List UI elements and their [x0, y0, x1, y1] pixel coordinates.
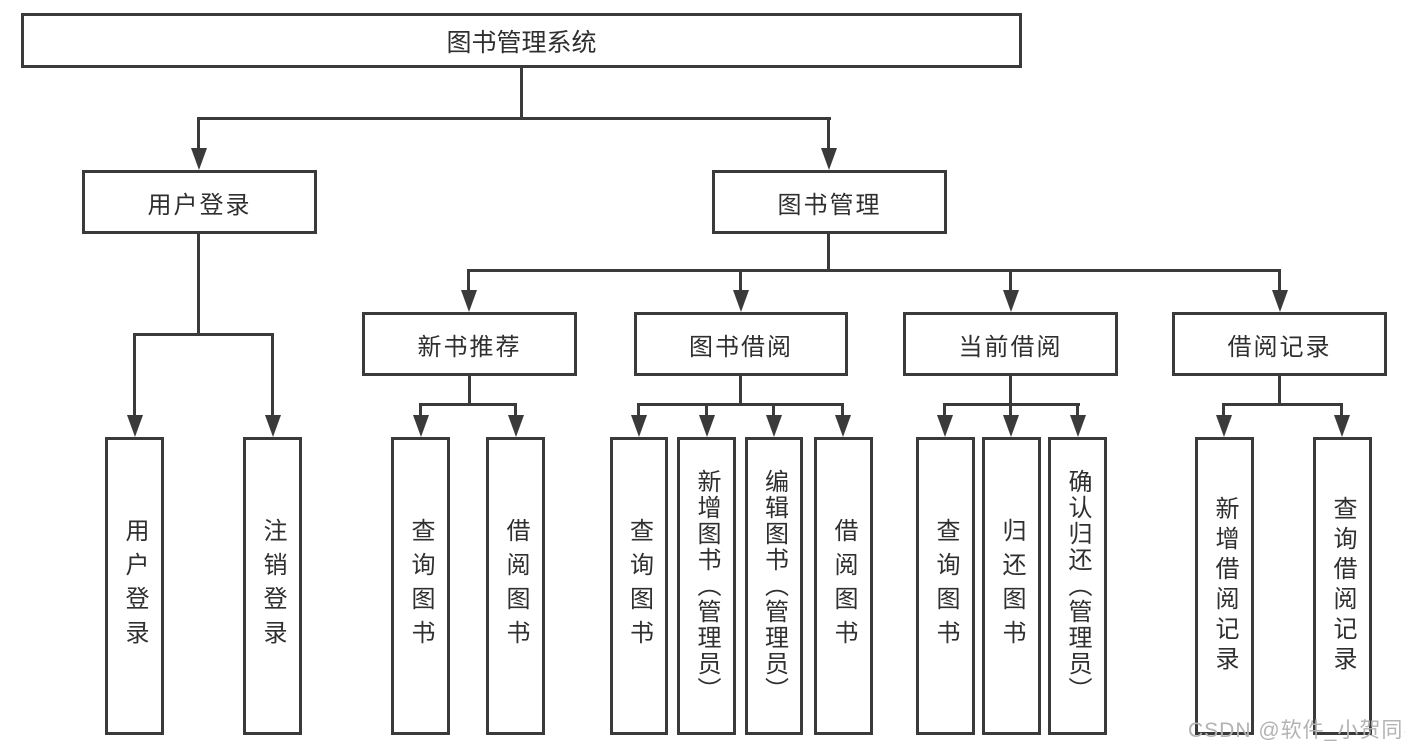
arrow-down-icon	[1003, 290, 1019, 312]
leaf-confirm-return-admin-label: 确认归还（管理员）	[1064, 469, 1091, 703]
connector-line	[841, 406, 844, 416]
leaf-return-book-label: 归还图书	[998, 518, 1025, 654]
leaf-query-book-current-label: 查询图书	[932, 518, 959, 654]
connector-line	[514, 406, 517, 416]
leaf-query-book-borrowing: 查询图书	[610, 437, 668, 735]
leaf-query-book-recommend: 查询图书	[391, 437, 450, 735]
connector-line	[1278, 376, 1281, 405]
arrow-down-icon	[1272, 290, 1288, 312]
node-current-borrowing: 当前借阅	[903, 312, 1118, 376]
connector-line	[467, 272, 470, 292]
connector-line	[520, 68, 523, 120]
leaf-confirm-return-admin: 确认归还（管理员）	[1048, 437, 1107, 735]
node-root-system: 图书管理系统	[21, 13, 1022, 68]
leaf-logout: 注销登录	[243, 437, 302, 735]
node-book-borrowing: 图书借阅	[634, 312, 848, 376]
leaf-add-book-admin-label: 新增图书（管理员）	[693, 469, 720, 703]
node-new-book-recommend: 新书推荐	[362, 312, 577, 376]
connector-line	[1222, 406, 1225, 416]
connector-line	[419, 406, 422, 416]
arrow-down-icon	[1003, 415, 1019, 437]
arrow-down-icon	[766, 415, 782, 437]
arrow-down-icon	[265, 415, 281, 437]
connector-line	[271, 336, 274, 415]
node-book-management: 图书管理	[712, 170, 947, 234]
arrow-down-icon	[733, 290, 749, 312]
leaf-logout-label: 注销登录	[259, 518, 286, 654]
csdn-watermark: CSDN @软件_小贺同学	[1188, 719, 1405, 742]
connector-line	[133, 336, 136, 415]
arrow-down-icon	[937, 415, 953, 437]
node-user-login: 用户登录	[82, 170, 317, 234]
connector-line	[943, 406, 946, 416]
leaf-return-book: 归还图书	[982, 437, 1041, 735]
connector-line	[705, 406, 708, 416]
leaf-borrow-book-label: 借阅图书	[830, 518, 857, 654]
connector-line	[827, 120, 830, 150]
connector-line	[1222, 403, 1343, 406]
arrow-down-icon	[191, 148, 207, 170]
connector-line	[1076, 406, 1079, 416]
arrow-down-icon	[821, 148, 837, 170]
leaf-borrow-book-recommend-label: 借阅图书	[502, 518, 529, 654]
leaf-user-login-label: 用户登录	[121, 518, 148, 654]
leaf-borrow-book-recommend: 借阅图书	[486, 437, 545, 735]
connector-line	[197, 117, 831, 120]
arrow-down-icon	[1070, 415, 1086, 437]
leaf-query-borrow-record-label: 查询借阅记录	[1329, 496, 1356, 676]
arrow-down-icon	[1334, 415, 1350, 437]
connector-line	[637, 403, 844, 406]
leaf-add-book-admin: 新增图书（管理员）	[677, 437, 736, 735]
connector-line	[468, 376, 471, 405]
connector-line	[133, 333, 274, 336]
connector-line	[1009, 376, 1012, 405]
connector-line	[943, 403, 1080, 406]
leaf-add-borrow-record-label: 新增借阅记录	[1211, 496, 1238, 676]
connector-line	[637, 406, 640, 416]
arrow-down-icon	[461, 290, 477, 312]
connector-line	[827, 234, 830, 272]
connector-line	[1009, 406, 1012, 416]
leaf-borrow-book: 借阅图书	[814, 437, 873, 735]
leaf-query-book-borrowing-label: 查询图书	[625, 518, 653, 654]
connector-line	[772, 406, 775, 416]
connector-line	[739, 376, 742, 405]
leaf-user-login: 用户登录	[105, 437, 164, 735]
connector-line	[739, 272, 742, 292]
arrow-down-icon	[631, 415, 647, 437]
arrow-down-icon	[835, 415, 851, 437]
leaf-query-book-recommend-label: 查询图书	[407, 518, 434, 654]
leaf-query-book-current: 查询图书	[916, 437, 975, 735]
connector-line	[419, 403, 517, 406]
arrow-down-icon	[699, 415, 715, 437]
connector-line	[197, 120, 200, 150]
arrow-down-icon	[508, 415, 524, 437]
arrow-down-icon	[1216, 415, 1232, 437]
arrow-down-icon	[413, 415, 429, 437]
leaf-edit-book-admin: 编辑图书（管理员）	[745, 437, 803, 735]
leaf-query-borrow-record: 查询借阅记录	[1313, 437, 1372, 735]
leaf-edit-book-admin-label: 编辑图书（管理员）	[760, 469, 788, 703]
node-borrow-records: 借阅记录	[1172, 312, 1387, 376]
leaf-add-borrow-record: 新增借阅记录	[1195, 437, 1254, 735]
connector-line	[1340, 406, 1343, 416]
connector-line	[1278, 272, 1281, 292]
connector-line	[197, 234, 200, 335]
connector-line	[467, 269, 1281, 272]
connector-line	[1009, 272, 1012, 292]
arrow-down-icon	[127, 415, 143, 437]
